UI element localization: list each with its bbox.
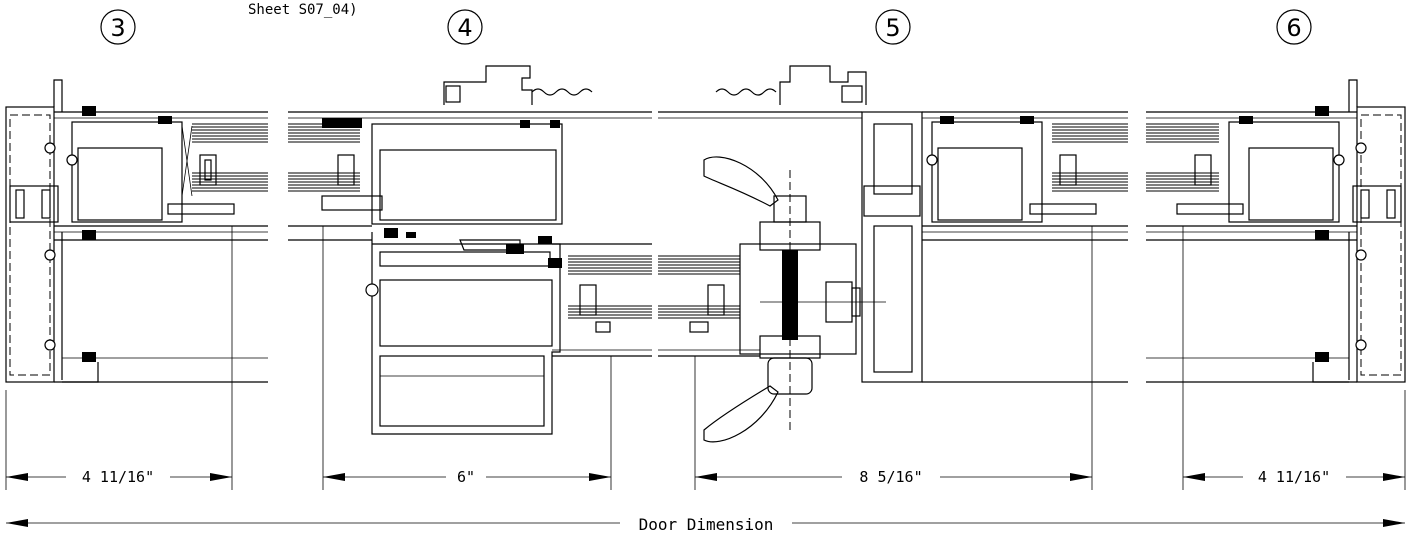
dimension-label: 4 11/16" bbox=[1258, 468, 1330, 486]
detail-bubble-5: 5 bbox=[875, 9, 911, 45]
dimension-overall: Door Dimension bbox=[6, 515, 1405, 533]
detail-4-section bbox=[288, 65, 652, 490]
detail-5-section bbox=[658, 65, 923, 490]
header-note: Sheet S07_04) bbox=[248, 2, 358, 18]
detail-6-section bbox=[1146, 79, 1406, 490]
detail-5-right-section bbox=[922, 111, 1128, 490]
detail-number: 3 bbox=[110, 14, 125, 42]
dimension-detail-6: 4 11/16" bbox=[1183, 468, 1405, 486]
dimension-label: 6" bbox=[457, 468, 475, 486]
dimension-label: 4 11/16" bbox=[82, 468, 154, 486]
detail-bubble-6: 6 bbox=[1276, 9, 1312, 45]
detail-number: 6 bbox=[1286, 14, 1301, 42]
overall-dimension-label: Door Dimension bbox=[639, 515, 774, 533]
detail-3-section bbox=[5, 79, 268, 490]
dimension-detail-4: 6" bbox=[323, 468, 611, 486]
dimension-detail-3: 4 11/16" bbox=[6, 468, 232, 486]
detail-number: 4 bbox=[457, 14, 472, 42]
detail-number: 5 bbox=[885, 14, 900, 42]
dimension-detail-5: 8 5/16" bbox=[695, 468, 1092, 486]
detail-bubble-3: 3 bbox=[100, 9, 136, 45]
dimension-label: 8 5/16" bbox=[859, 468, 922, 486]
detail-bubble-4: 4 bbox=[447, 9, 483, 45]
